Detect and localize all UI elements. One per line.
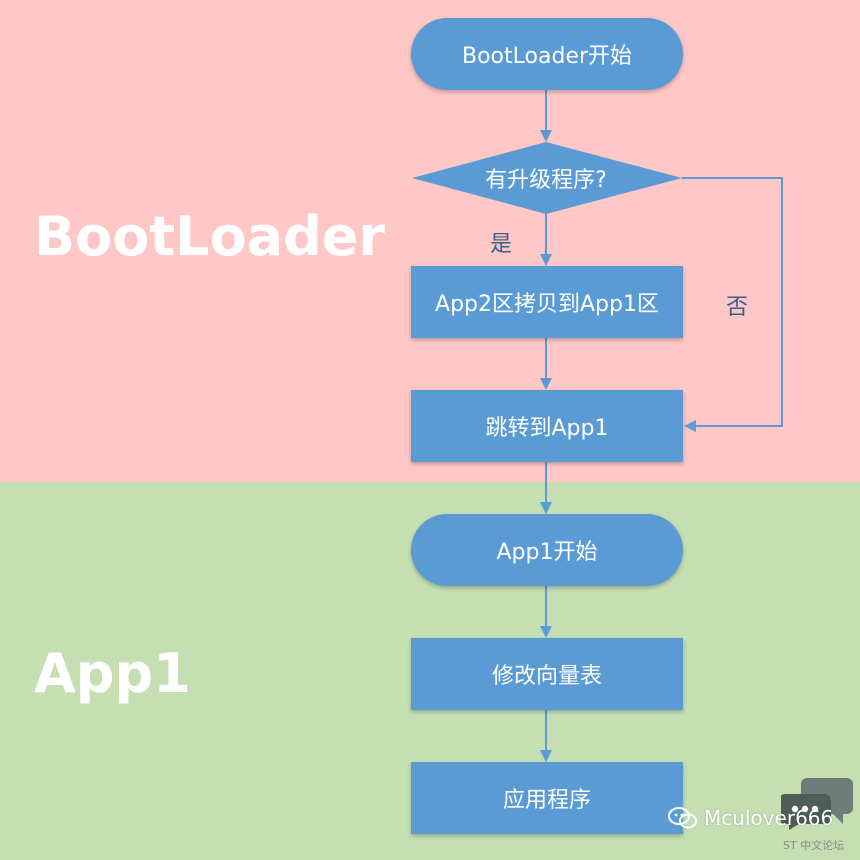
app1-zone-title: App1 (34, 642, 191, 705)
watermark-account: Mculover666 (704, 806, 834, 830)
copy-node: App2区拷贝到App1区 (411, 266, 683, 338)
bootloader-start-node: BootLoader开始 (411, 18, 683, 90)
watermark-forum: ST 中文论坛 (783, 839, 845, 852)
yes-label: 是 (490, 232, 513, 257)
app1-start-node: App1开始 (411, 514, 683, 586)
decision-label: 有升级程序? (485, 168, 607, 193)
application-node: 应用程序 (411, 762, 683, 834)
watermark: Mculover666 (668, 806, 833, 830)
jump-node: 跳转到App1 (411, 390, 683, 462)
bootloader-zone-title: BootLoader (34, 205, 386, 268)
arrow-no-branch (682, 177, 783, 432)
no-label: 否 (726, 295, 749, 320)
decision-diamond (412, 142, 682, 214)
vector-table-node: 修改向量表 (411, 638, 683, 710)
wechat-icon (668, 807, 697, 829)
chat-bubble-icon (781, 778, 853, 830)
